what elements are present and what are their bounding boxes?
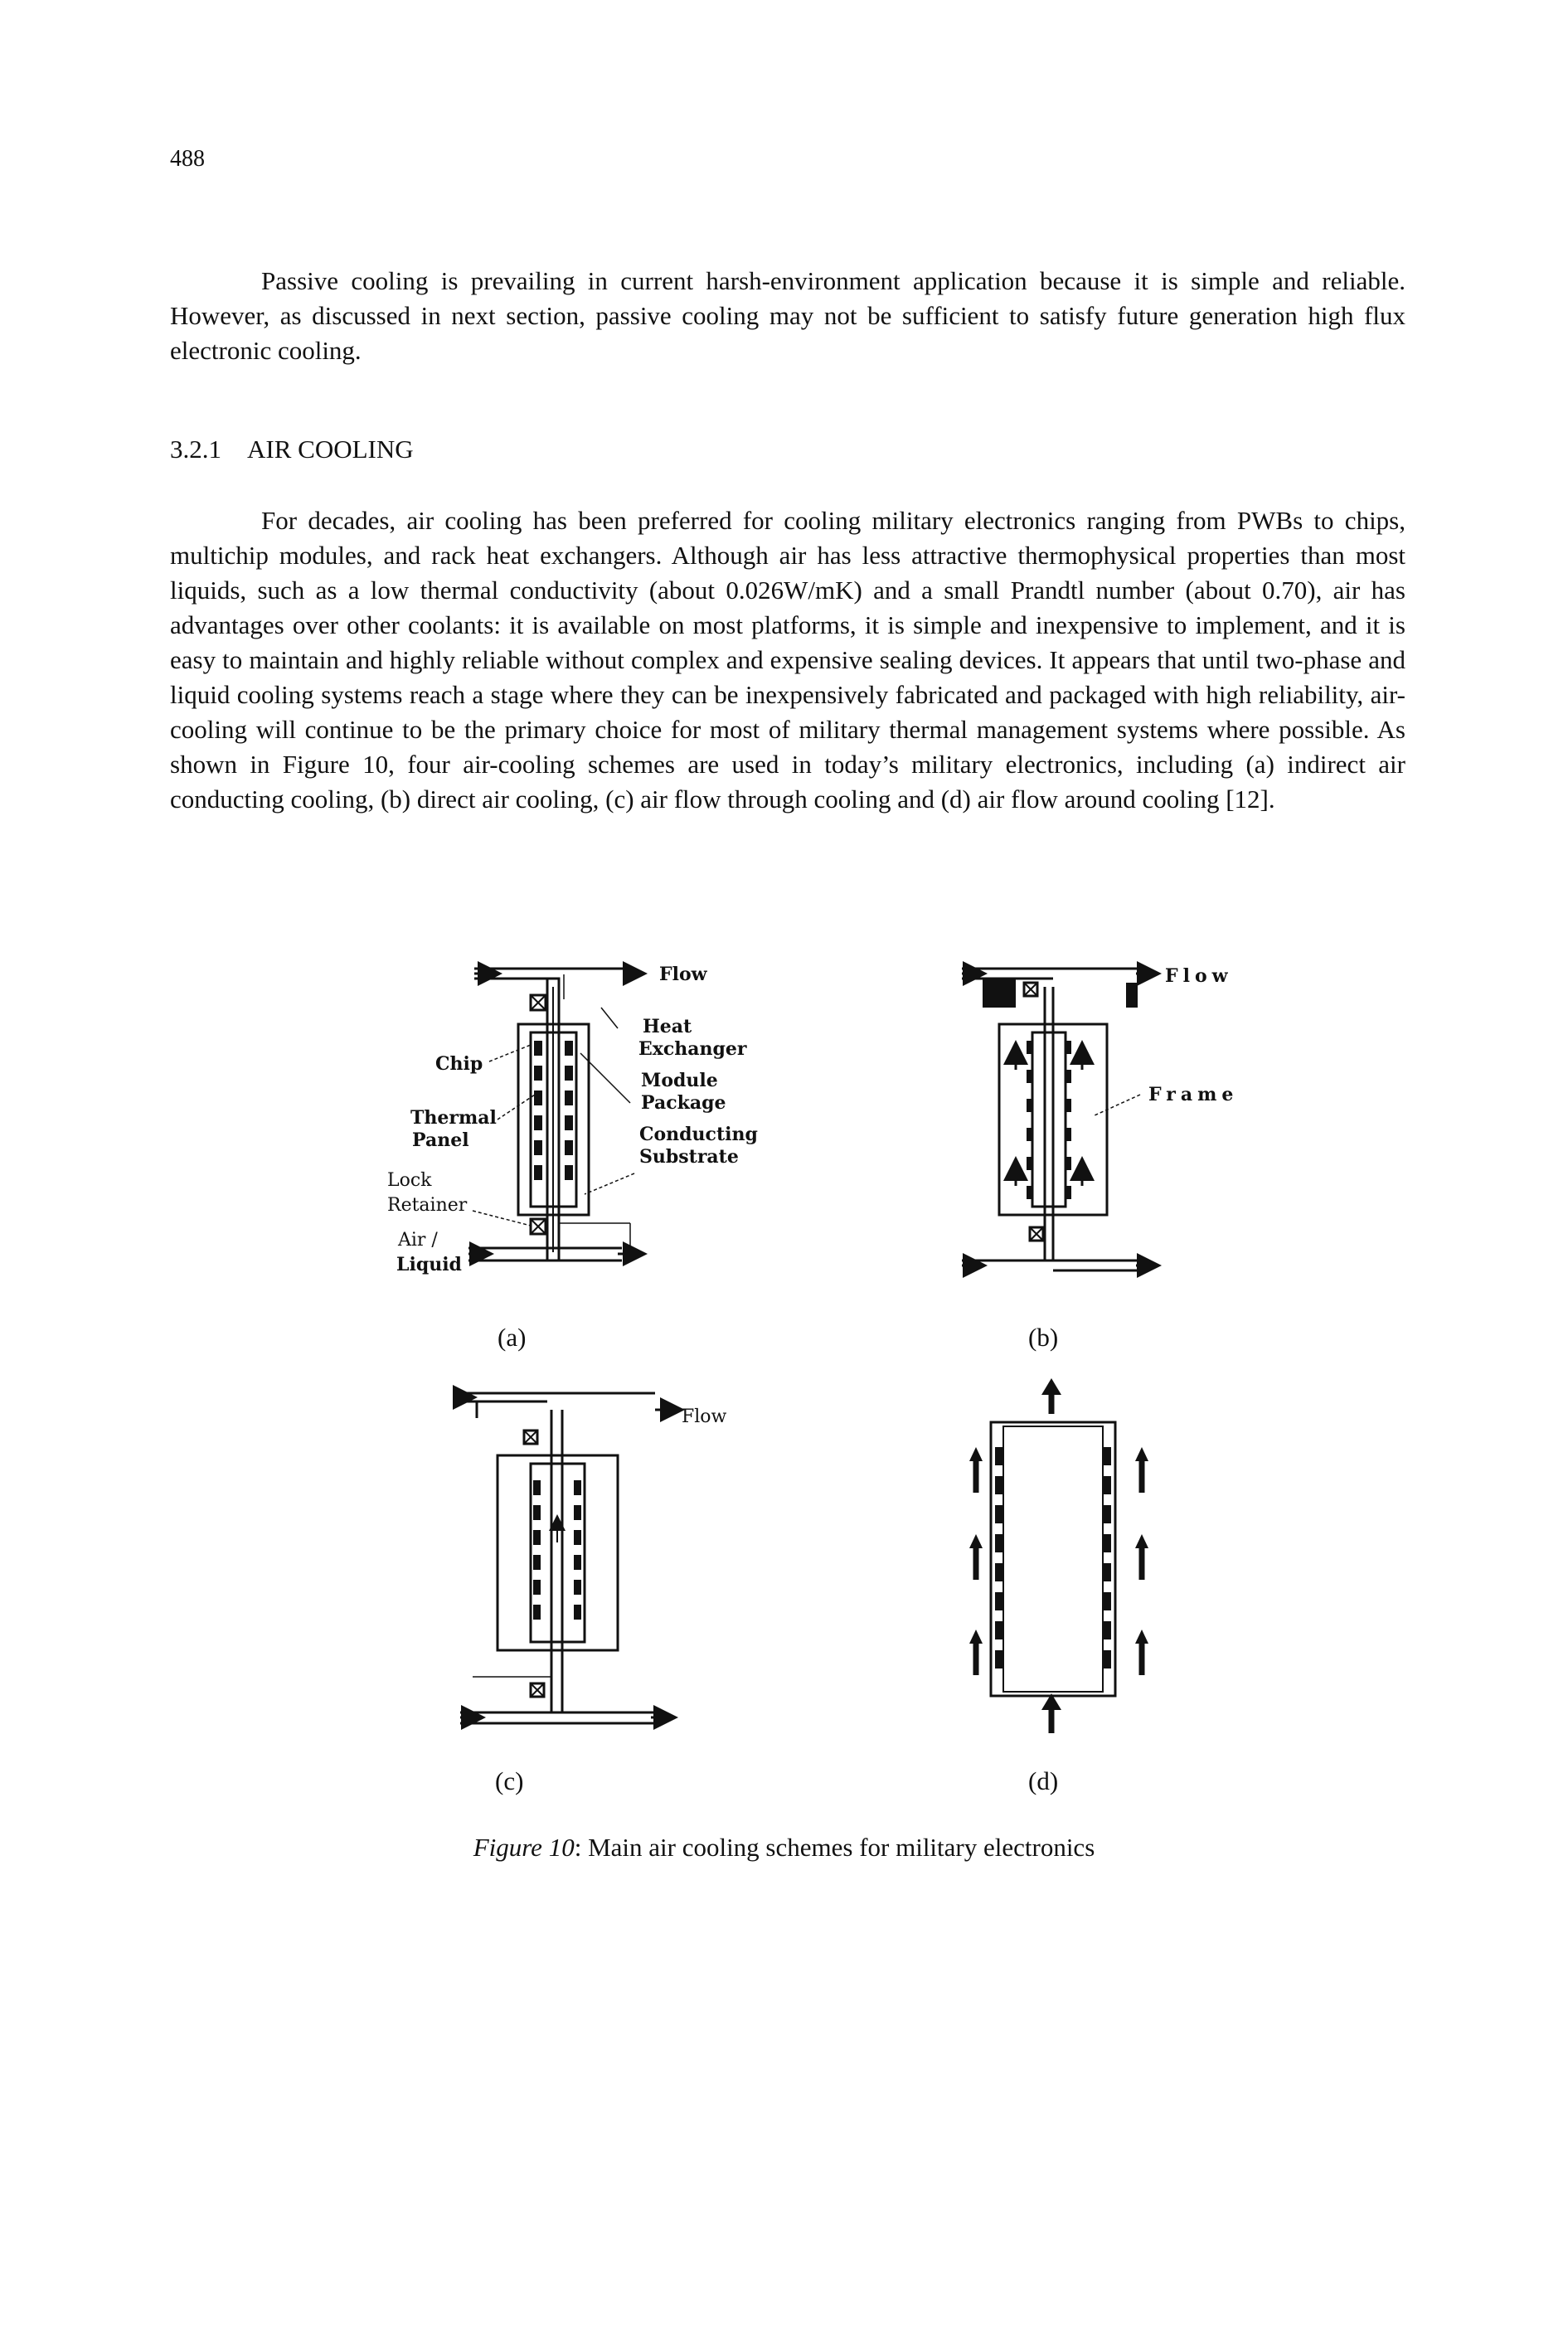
panel-a-air-label: Air / [397, 1230, 438, 1251]
panel-a-package-label: Package [641, 1092, 726, 1114]
panel-a-conducting-label: Conducting [639, 1124, 758, 1145]
paragraph-intro: Passive cooling is prevailing in current… [170, 266, 1405, 365]
panel-c-flow-label: Flow [682, 1406, 727, 1427]
panel-d-diagram [969, 1378, 1148, 1733]
panel-b-diagram [962, 961, 1162, 1278]
section-title: AIR COOLING [247, 435, 414, 464]
panel-b-caption: (b) [1028, 1323, 1059, 1352]
panel-a-chip-label: Chip [435, 1053, 483, 1075]
panel-a-diagram [468, 961, 648, 1266]
panel-a-retainer-label: Retainer [387, 1195, 468, 1216]
panel-a-panel-label: Panel [412, 1129, 469, 1151]
panel-a-substrate-label: Substrate [639, 1146, 739, 1168]
panel-d-caption: (d) [1028, 1766, 1059, 1795]
page-number: 488 [170, 146, 205, 172]
panel-a-exchanger-label: Exchanger [638, 1038, 747, 1060]
section-number: 3.2.1 [170, 435, 221, 464]
panel-a-lock-label: Lock [387, 1170, 432, 1191]
panel-a-liquid-label: Liquid [396, 1254, 462, 1275]
panel-a-module-label: Module [641, 1070, 718, 1091]
panel-b-frame-label: Frame [1148, 1084, 1238, 1105]
panel-b-flow-label: Flow [1165, 965, 1233, 987]
panel-a-flow-label: Flow [659, 964, 708, 985]
figure-caption-label: Figure 10 [473, 1833, 575, 1862]
figure-caption-text: : Main air cooling schemes for military … [574, 1833, 1095, 1862]
paragraph-air-cooling: For decades, air cooling has been prefer… [170, 506, 1405, 814]
panel-c-diagram [453, 1385, 685, 1730]
panel-a-heat-label: Heat [643, 1016, 692, 1037]
panel-a-thermal-label: Thermal [410, 1107, 497, 1129]
panel-c-caption: (c) [495, 1766, 524, 1795]
figure-caption: Figure 10: Main air cooling schemes for … [0, 1833, 1568, 1863]
section-heading: 3.2.1 AIR COOLING [170, 435, 414, 464]
panel-a-caption: (a) [498, 1323, 527, 1352]
